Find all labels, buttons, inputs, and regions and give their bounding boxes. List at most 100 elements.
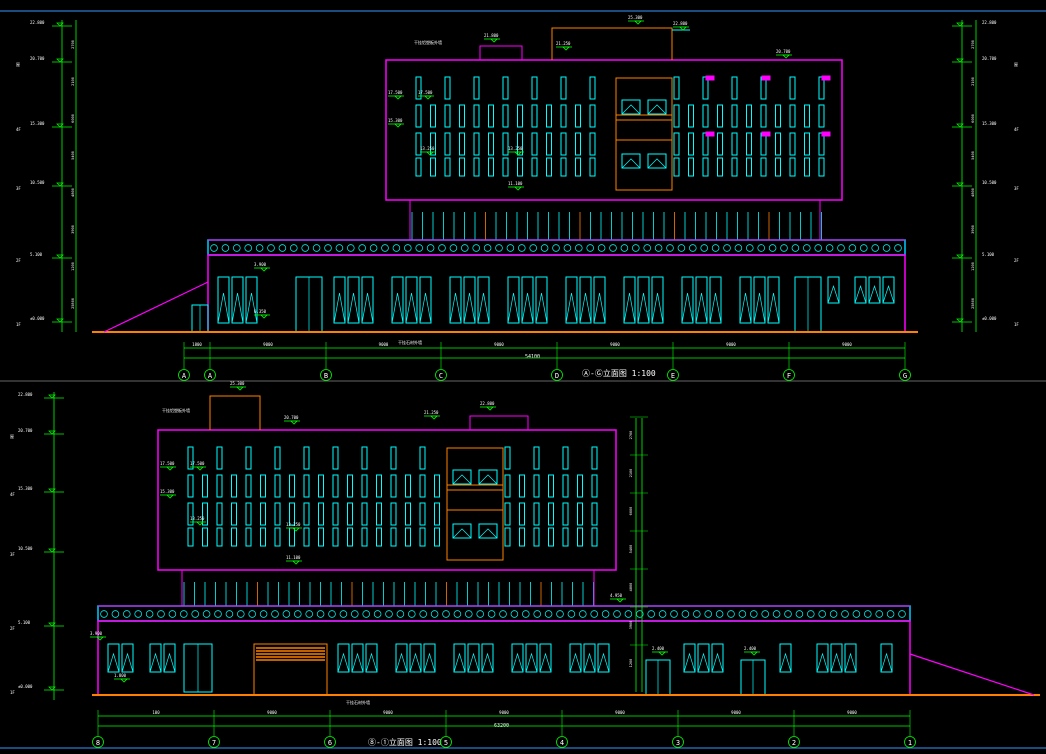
parapet-ornament — [768, 244, 777, 252]
parapet-ornament — [780, 244, 788, 252]
parapet-ornament — [772, 610, 781, 618]
upper-window — [818, 104, 825, 128]
top-total-dimension: 54100 — [525, 354, 540, 360]
parapet-ornament — [518, 244, 526, 252]
upper-window — [434, 502, 440, 526]
parapet-ornament — [316, 610, 325, 618]
lower-window — [217, 276, 230, 324]
scale-triangle — [56, 58, 64, 63]
window-opening — [651, 293, 664, 324]
scale-dim-text: 3900 — [971, 225, 975, 234]
lower-window — [753, 276, 766, 324]
window-opening — [621, 104, 641, 115]
parapet-ornament — [145, 610, 154, 618]
lower-window — [121, 643, 134, 673]
upper-window — [216, 527, 223, 547]
grid-label: E — [671, 372, 675, 380]
parapet-ornament — [483, 244, 492, 252]
level-triangle — [562, 46, 570, 51]
upper-window — [562, 502, 569, 526]
parapet-ornament — [871, 244, 879, 252]
lower-window — [565, 276, 578, 324]
parapet-ornament — [825, 244, 834, 252]
dimension-text: 9000 — [494, 342, 504, 347]
level-triangle — [750, 651, 758, 656]
upper-window — [502, 157, 509, 177]
lower-window — [637, 276, 650, 324]
scale-triangle — [56, 22, 64, 27]
window-opening — [880, 652, 893, 673]
parapet-ornament — [442, 610, 450, 618]
parapet-ornament — [540, 244, 549, 252]
window-opening — [347, 293, 360, 324]
upper-window — [419, 502, 426, 526]
grid-label: 6 — [328, 739, 332, 747]
upper-window — [760, 104, 767, 128]
upper-window — [746, 132, 752, 156]
parapet-ornament — [157, 610, 165, 618]
window-opening — [882, 284, 895, 304]
parapet-band — [97, 605, 911, 622]
dimension-text: 9000 — [610, 342, 620, 347]
parapet-ornament — [347, 244, 355, 252]
parapet-ornament — [312, 244, 321, 252]
lower-window — [365, 643, 378, 673]
upper-window — [444, 76, 451, 100]
scale-triangle — [56, 123, 64, 128]
roof-level-text: 22.800 — [480, 401, 495, 406]
scale-triangle — [956, 318, 964, 323]
window-opening — [854, 284, 867, 304]
parapet-ornament — [210, 244, 218, 252]
parapet-ornament — [784, 610, 792, 618]
upper-window — [473, 157, 480, 177]
parapet-ornament — [704, 610, 712, 618]
grid-bubble — [904, 736, 916, 748]
scale-dim-text: 3900 — [629, 621, 633, 630]
upper-window — [303, 527, 310, 547]
window-opening — [779, 652, 792, 673]
dimension-text: 1800 — [192, 342, 202, 347]
lower-window — [449, 276, 462, 324]
parapet-ornament — [579, 610, 587, 618]
window-opening — [405, 293, 418, 324]
core-window — [647, 99, 667, 115]
scale-level-text: 22.800 — [18, 392, 33, 397]
parapet-ornament — [453, 610, 462, 618]
lower-window — [423, 643, 436, 673]
upper-window — [318, 502, 324, 526]
level-mark-text: 13.250 — [286, 522, 301, 527]
upper-window — [519, 502, 525, 526]
upper-window — [318, 474, 324, 498]
lower-window — [419, 276, 432, 324]
window-opening — [163, 652, 176, 673]
scale-triangle — [48, 488, 56, 493]
upper-window — [562, 446, 569, 470]
upper-block-outline — [385, 59, 843, 201]
upper-window — [502, 76, 509, 100]
window-opening — [333, 293, 346, 324]
garage-door-frame — [253, 643, 328, 696]
upper-window — [459, 104, 465, 128]
lower-window — [583, 643, 596, 673]
upper-window — [533, 474, 540, 498]
parapet-ornament — [259, 610, 268, 618]
lower-window — [569, 643, 582, 673]
window-opening — [452, 528, 472, 539]
bottom-left-level-scale: 22.80020.700屋15.3004F10.5003F5.1002F±0.0… — [10, 392, 64, 700]
grid-label: G — [903, 372, 907, 380]
lower-window — [409, 643, 422, 673]
upper-window — [591, 446, 598, 470]
level-mark-text: 17.500 — [160, 461, 175, 466]
grid-label: 8 — [96, 739, 100, 747]
roof-level-text: 25.300 — [230, 381, 245, 386]
scale-triangle — [956, 22, 964, 27]
upper-window — [415, 132, 422, 156]
parapet-ornament — [180, 610, 188, 618]
level-triangle — [486, 406, 494, 411]
parapet-ornament — [586, 244, 594, 252]
upper-window — [488, 157, 494, 177]
window-cap — [821, 131, 831, 137]
